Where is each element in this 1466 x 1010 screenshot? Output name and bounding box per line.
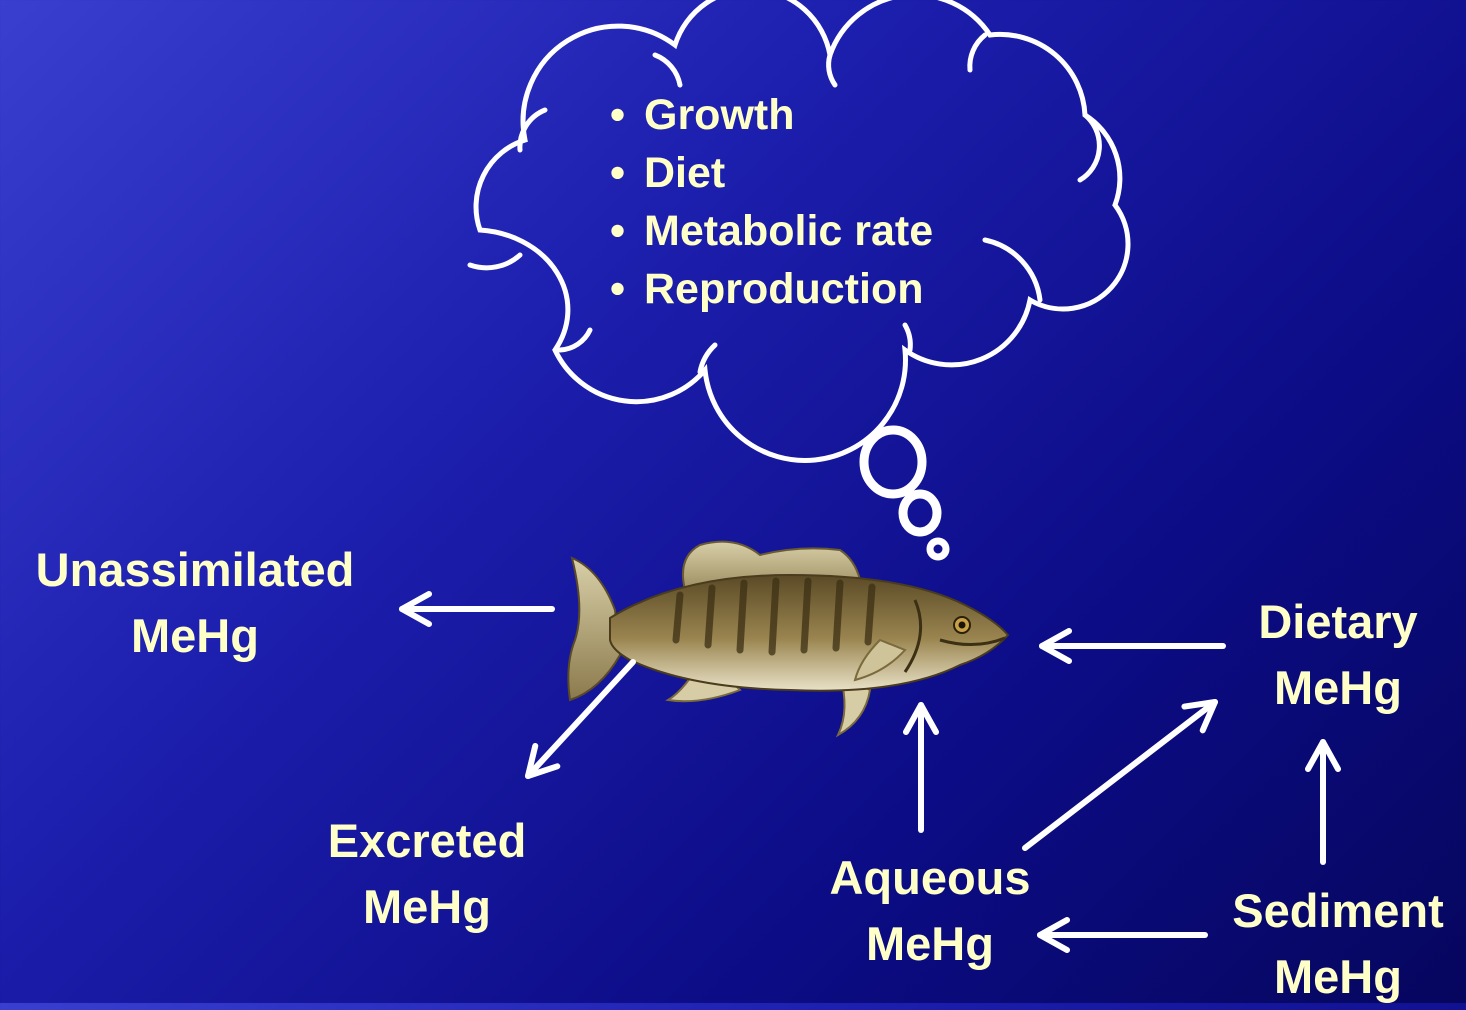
bass-fish-icon xyxy=(568,542,1008,735)
thought-item-diet: Diet xyxy=(610,144,933,202)
node-sediment-line2: MeHg xyxy=(1208,944,1466,1010)
thought-trail xyxy=(864,430,946,557)
node-sediment-mehg: Sediment MeHg xyxy=(1208,878,1466,1010)
node-excreted-mehg: Excreted MeHg xyxy=(297,808,557,940)
thought-item-growth: Growth xyxy=(610,86,933,144)
node-sediment-line1: Sediment xyxy=(1208,878,1466,944)
node-unassimilated-line1: Unassimilated xyxy=(5,537,385,603)
thought-item-metabolic-rate: Metabolic rate xyxy=(610,202,933,260)
node-aqueous-mehg: Aqueous MeHg xyxy=(800,845,1060,977)
node-dietary-line2: MeHg xyxy=(1228,655,1448,721)
node-aqueous-line2: MeHg xyxy=(800,911,1060,977)
thought-bullet-list: Growth Diet Metabolic rate Reproduction xyxy=(610,86,933,318)
thought-item-reproduction: Reproduction xyxy=(610,260,933,318)
node-dietary-mehg: Dietary MeHg xyxy=(1228,589,1448,721)
node-excreted-line2: MeHg xyxy=(297,874,557,940)
arrow-aqueous-to-dietary xyxy=(1025,702,1215,848)
node-unassimilated-line2: MeHg xyxy=(5,603,385,669)
node-dietary-line1: Dietary xyxy=(1228,589,1448,655)
node-aqueous-line1: Aqueous xyxy=(800,845,1060,911)
node-unassimilated-mehg: Unassimilated MeHg xyxy=(5,537,385,669)
node-excreted-line1: Excreted xyxy=(297,808,557,874)
